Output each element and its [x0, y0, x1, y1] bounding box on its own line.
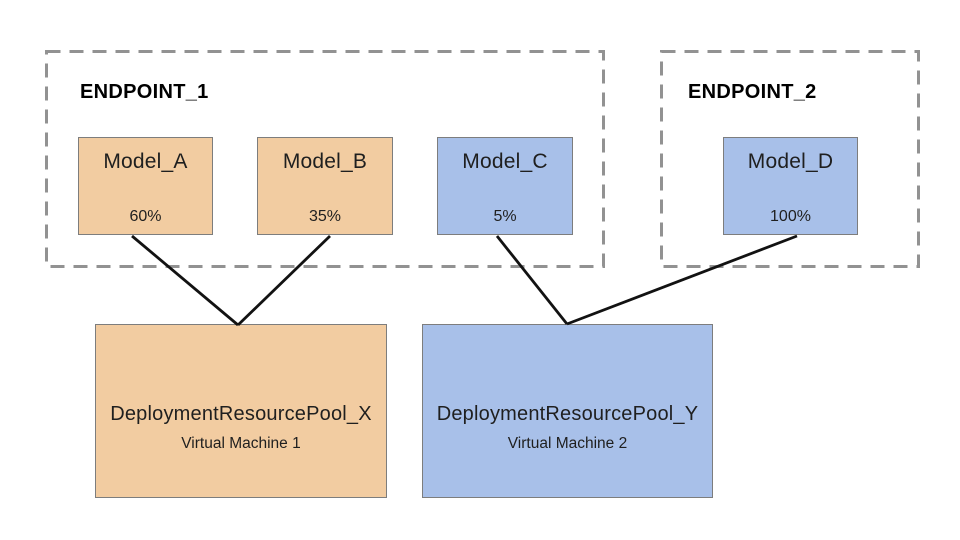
model-d-label: Model_D: [747, 150, 834, 173]
model-b-traffic: 35%: [308, 208, 342, 225]
pool-y-label: DeploymentResourcePool_Y: [436, 403, 699, 425]
model-a-traffic: 60%: [129, 208, 162, 225]
pool-x-label: DeploymentResourcePool_X: [110, 403, 372, 425]
pool-y-box: DeploymentResourcePool_Y Virtual Machine…: [422, 324, 713, 498]
model-c-box: Model_C 5%: [437, 137, 573, 235]
endpoint-1-label: ENDPOINT_1: [80, 81, 209, 103]
model-d-box: Model_D 100%: [723, 137, 858, 235]
pool-x-sublabel: Virtual Machine 1: [181, 435, 301, 452]
connector-model-a-pool-x: [131, 234, 239, 327]
endpoint-2-label: ENDPOINT_2: [688, 81, 817, 103]
pool-x-box: DeploymentResourcePool_X Virtual Machine…: [95, 324, 387, 498]
model-c-traffic: 5%: [493, 208, 517, 225]
model-d-traffic: 100%: [770, 208, 811, 225]
connector-model-d-pool-y: [566, 234, 798, 326]
model-b-label: Model_B: [282, 150, 368, 173]
model-a-box: Model_A 60%: [78, 137, 213, 235]
model-a-label: Model_A: [103, 150, 188, 173]
connector-model-b-pool-x: [237, 234, 331, 327]
model-b-box: Model_B 35%: [257, 137, 393, 235]
pool-y-sublabel: Virtual Machine 2: [507, 435, 628, 452]
connector-model-c-pool-y: [495, 235, 569, 325]
model-c-label: Model_C: [462, 150, 548, 173]
